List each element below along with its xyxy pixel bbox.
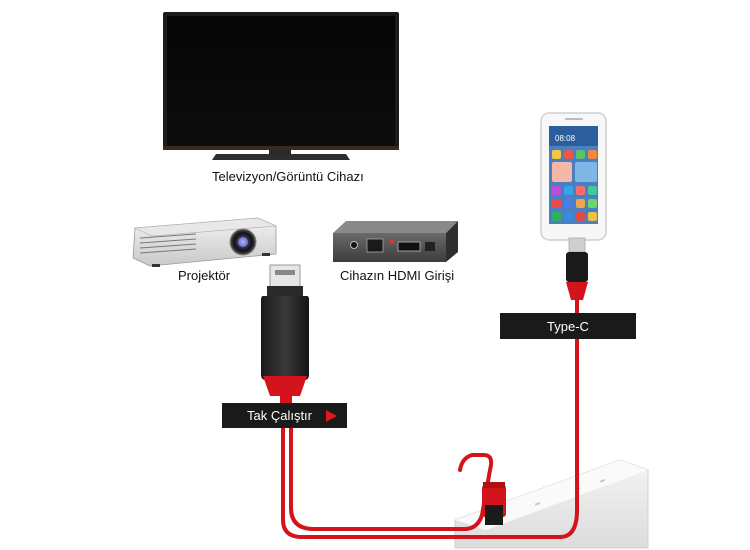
projector-icon <box>132 217 277 267</box>
phone-icon: 08:08 <box>540 112 607 241</box>
usb-plug-icon <box>482 482 506 525</box>
type-c-text: Type-C <box>547 318 589 334</box>
projector-caption: Projektör <box>178 268 231 283</box>
type-c-connector-icon <box>566 237 588 315</box>
plug-play-label: Tak Çalıştır <box>222 403 347 428</box>
hdmi-dongle-icon <box>261 264 309 404</box>
tv-caption: Televizyon/Görüntü Cihazı <box>212 169 364 184</box>
play-arrow-icon <box>326 410 337 422</box>
phone-clock: 08:08 <box>555 134 576 143</box>
type-c-label: Type-C <box>500 313 636 339</box>
plug-play-text: Tak Çalıştır <box>246 408 312 423</box>
hdmi-device-caption: Cihazın HDMI Girişi <box>340 268 455 283</box>
tv-icon <box>163 12 399 160</box>
hdmi-device-icon <box>333 221 458 262</box>
cable-lines <box>281 336 579 539</box>
